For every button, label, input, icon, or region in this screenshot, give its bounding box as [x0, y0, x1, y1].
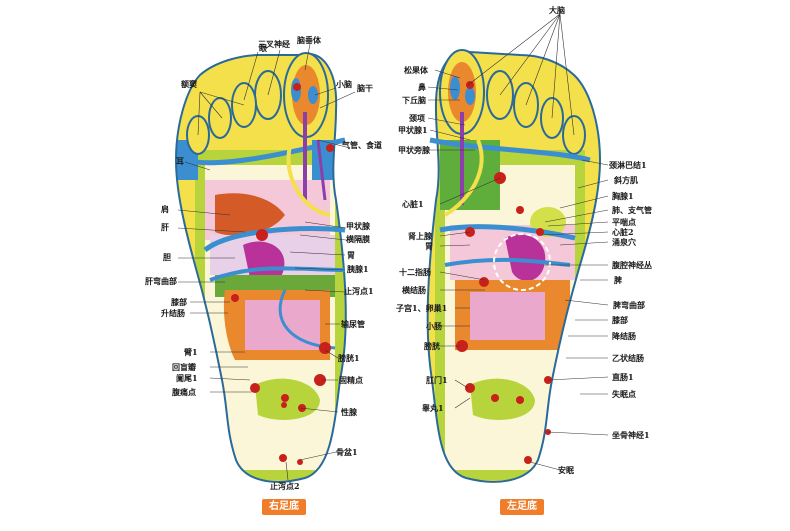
label-bladder-l: 膀胱 — [424, 341, 440, 351]
label-sinus: 额窦 — [181, 79, 197, 89]
label-adrenal: 肾上腺 — [408, 231, 432, 241]
label-duodenum: 十二指肠 — [399, 267, 431, 277]
label-pelvis: 骨盆1 — [336, 447, 358, 457]
label-ear: 耳 — [176, 156, 184, 166]
label-appendix: 阑尾1 — [176, 373, 198, 383]
label-ascending-colon: 升结肠 — [161, 308, 185, 318]
label-thyroid-r: 甲状腺 — [346, 221, 370, 231]
label-yongquan: 涌泉穴 — [612, 237, 636, 247]
label-shoulder: 肩 — [161, 204, 169, 214]
label-uterus: 子宫1、卵巢1 — [396, 303, 448, 313]
label-trapezius: 斜方肌 — [614, 175, 638, 185]
right-foot — [175, 52, 347, 483]
label-splenic-flexure: 脾弯曲部 — [613, 300, 645, 310]
caption-right-foot: 右足底 — [262, 499, 306, 515]
label-pituitary: 脑垂体 — [297, 35, 321, 45]
label-ileocecal: 回盲瓣 — [172, 362, 196, 372]
leader-lines — [177, 13, 609, 481]
label-cerebellum: 小脑 — [336, 79, 352, 89]
label-celiac: 腹腔神经丛 — [612, 260, 652, 270]
label-diarrhea1: 止泻点1 — [344, 286, 374, 296]
label-pancreas: 胰腺1 — [347, 264, 369, 274]
label-sperm: 固精点 — [339, 375, 363, 385]
label-asthma: 平喘点 — [612, 217, 636, 227]
label-arm: 臂1 — [184, 347, 198, 357]
label-anus: 肛门1 — [426, 375, 448, 385]
label-sciatic: 坐骨神经1 — [612, 430, 650, 440]
label-ureter: 输尿管 — [341, 319, 365, 329]
label-diaphragm: 横隔膜 — [346, 234, 370, 244]
label-insomnia: 失眠点 — [612, 389, 636, 399]
label-nose: 鼻 — [418, 82, 426, 92]
label-stomach-r: 胃 — [347, 250, 355, 260]
label-knee-r: 膝部 — [171, 297, 187, 307]
label-bladder-r: 膀胱1 — [338, 353, 360, 363]
label-stomach-l: 胃 — [425, 241, 433, 251]
label-pineal: 松果体 — [404, 65, 428, 75]
label-brain: 大脑 — [549, 5, 565, 15]
label-trachea: 气管、食道 — [342, 140, 382, 150]
label-small-intestine: 小肠 — [426, 321, 442, 331]
label-neck: 颈项 — [409, 113, 425, 123]
label-spleen: 脾 — [614, 275, 622, 285]
label-sigmoid: 乙状结肠 — [612, 353, 644, 363]
label-gallbladder: 胆 — [163, 252, 171, 262]
label-thyroid-l: 甲状腺1 — [398, 125, 428, 135]
label-heart2: 心脏2 — [612, 227, 634, 237]
label-knee-l: 膝部 — [612, 315, 628, 325]
label-hepatic-flexure: 肝弯曲部 — [145, 276, 177, 286]
label-gonad: 性腺 — [341, 407, 357, 417]
label-descending-colon: 降结肠 — [612, 331, 636, 341]
label-lymph: 颈淋巴结1 — [609, 160, 647, 170]
label-abdominal-pain: 腹痛点 — [172, 387, 196, 397]
label-rectum: 直肠1 — [612, 372, 634, 382]
label-brainstem: 脑干 — [357, 83, 373, 93]
caption-left-foot: 左足底 — [500, 499, 544, 515]
label-parathyroid: 甲状旁腺 — [398, 145, 430, 155]
label-liver: 肝 — [161, 222, 169, 232]
label-heart1: 心脏1 — [402, 199, 424, 209]
label-calm: 安眠 — [558, 465, 574, 475]
label-transverse-colon: 横结肠 — [402, 285, 426, 295]
label-testis: 睾丸1 — [422, 403, 444, 413]
label-eye: 眼 — [259, 43, 267, 53]
label-diarrhea2: 止泻点2 — [270, 481, 300, 491]
label-hypothalamus: 下丘脑 — [402, 95, 426, 105]
label-trigeminal: 三叉神经 — [258, 39, 290, 49]
label-lung: 肺、支气管 — [612, 205, 652, 215]
label-thymus: 胸腺1 — [612, 191, 634, 201]
